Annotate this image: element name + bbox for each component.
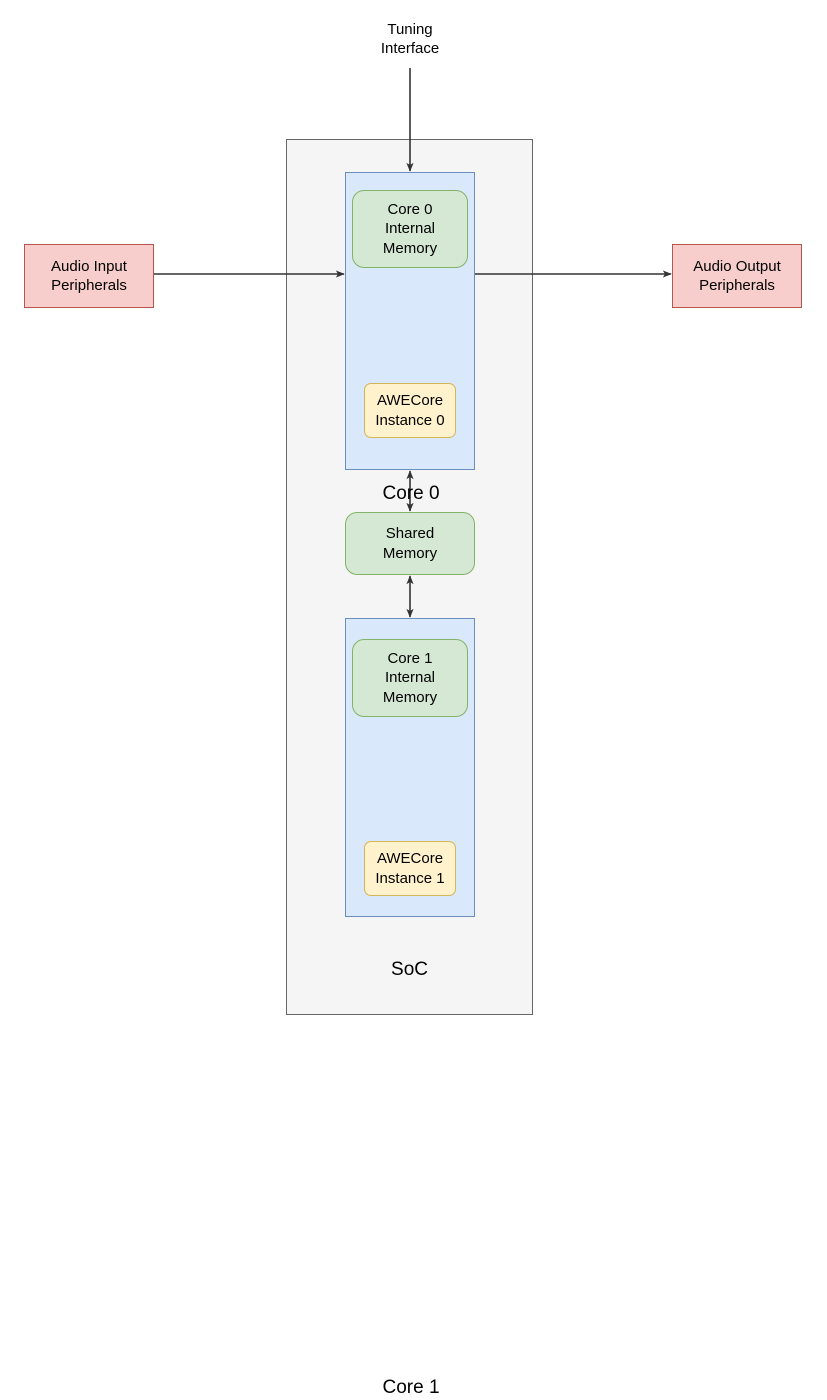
- soc-label: SoC: [391, 958, 428, 980]
- core0-label: Core 0: [382, 483, 440, 504]
- tuning-interface-label: Tuning Interface: [380, 20, 440, 57]
- audio-output-peripherals-node: Audio Output Peripherals: [672, 244, 802, 308]
- diagram-canvas: Tuning Interface Audio Input Peripherals…: [24, 20, 802, 1398]
- awecore-instance-0-node: AWECore Instance 0: [364, 383, 456, 438]
- shared-memory-node: Shared Memory: [345, 512, 475, 575]
- awecore-instance-1-node: AWECore Instance 1: [364, 841, 456, 896]
- core0-internal-memory-node: Core 0 Internal Memory: [352, 190, 468, 268]
- core1-internal-memory-node: Core 1 Internal Memory: [352, 639, 468, 717]
- audio-input-peripherals-node: Audio Input Peripherals: [24, 244, 154, 308]
- core1-label: Core 1: [382, 1377, 440, 1398]
